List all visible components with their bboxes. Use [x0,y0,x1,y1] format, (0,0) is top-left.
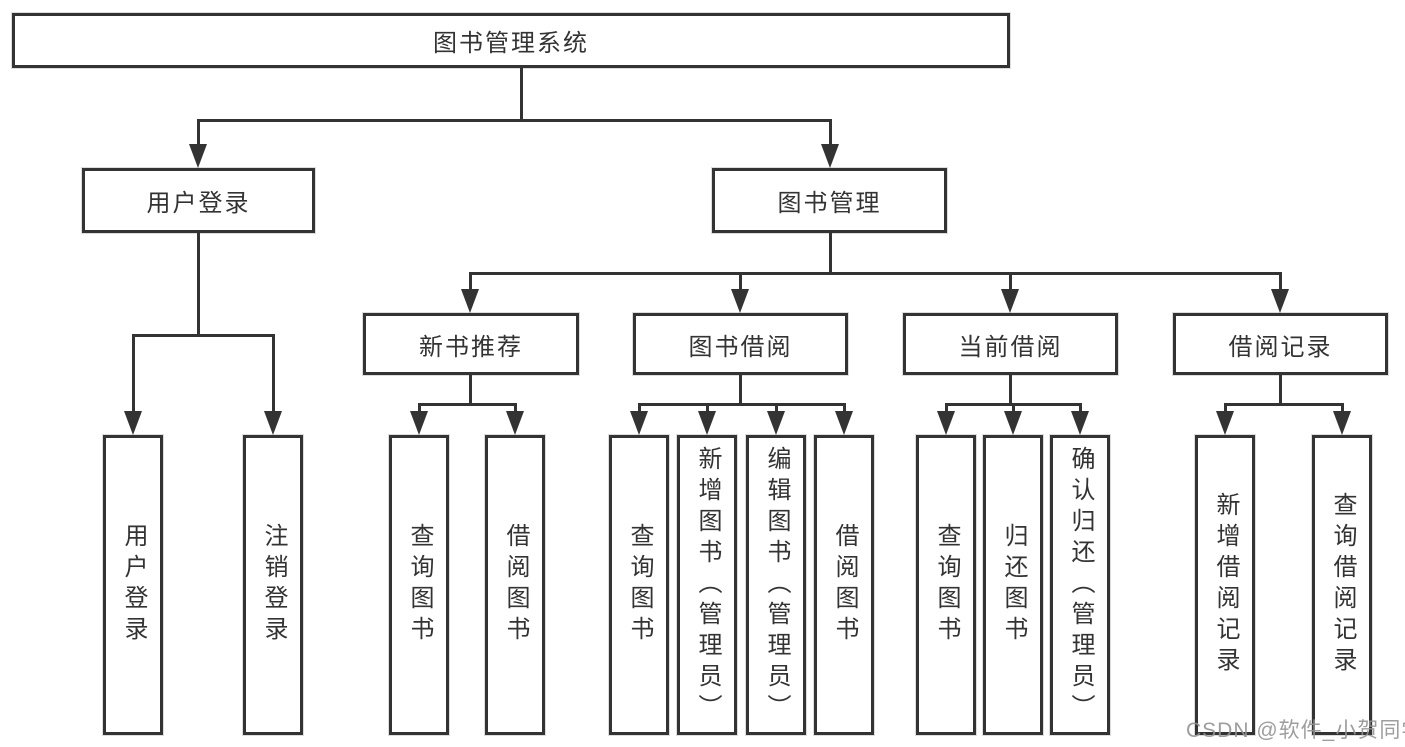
connector-recommend-split [418,403,517,406]
node-new-book-recommend-label: 新书推荐 [419,333,523,361]
node-book-borrow: 图书借阅 [633,313,848,375]
connector-stem-bb-add [706,403,709,414]
arrowhead-bb-borrow-icon [835,411,853,435]
watermark: CSDN @软件_小贺同学 [1186,719,1405,742]
connector-stem-cb-confirm [1079,403,1082,414]
connector-stem-book-borrow [739,272,742,292]
connector-stem-cb-return [1012,403,1015,414]
leaf-user-login-label: 用户登录 [120,523,147,647]
leaf-records-add-record-label: 新增借阅记录 [1212,492,1239,678]
arrowhead-bb-edit-icon [767,411,785,435]
connector-stem-rec-borrow [514,403,517,414]
leaf-records-query-record-label: 查询借阅记录 [1329,492,1356,678]
leaf-current-return-book: 归还图书 [983,435,1043,735]
leaf-borrow-add-book-admin: 新增图书（管理员） [677,435,737,735]
connector-stem-current-borrow [1009,272,1012,292]
arrowhead-cb-return-icon [1004,411,1022,435]
connector-stem-user-login [197,119,200,149]
arrowhead-bb-query-icon [630,411,648,435]
node-current-borrow-label: 当前借阅 [958,333,1063,361]
node-root-label: 图书管理系统 [433,30,589,57]
node-borrow-records-label: 借阅记录 [1228,333,1333,361]
node-book-borrow-label: 图书借阅 [688,333,793,361]
leaf-current-query-book-label: 查询图书 [933,523,960,647]
arrowhead-br-query-icon [1333,411,1351,435]
connector-borrow-records-split [1224,403,1344,406]
connector-stem-leaf-login [132,334,135,414]
connector-book-borrow-split [638,403,845,406]
leaf-borrow-query-book: 查询图书 [609,435,669,735]
connector-stem-book-management [829,119,832,149]
leaf-current-confirm-return-admin: 确认归还（管理员） [1050,435,1110,735]
leaf-user-login: 用户登录 [103,435,163,735]
leaf-current-query-book: 查询图书 [916,435,976,735]
leaf-borrow-edit-book-admin: 编辑图书（管理员） [746,435,806,735]
node-user-login: 用户登录 [82,168,315,233]
arrowhead-br-add-icon [1216,411,1234,435]
leaf-borrow-borrow-book-label: 借阅图书 [831,523,858,647]
leaf-current-return-book-label: 归还图书 [1000,523,1027,647]
arrowhead-bb-add-icon [698,411,716,435]
leaf-borrow-query-book-label: 查询图书 [626,523,653,647]
leaf-recommend-query-book: 查询图书 [389,435,449,735]
leaf-records-query-record: 查询借阅记录 [1312,435,1372,735]
leaf-records-add-record: 新增借阅记录 [1195,435,1255,735]
connector-book-borrow-trunk [739,375,742,406]
connector-user-login-split [132,334,275,337]
connector-stem-cb-query [945,403,948,414]
node-book-management: 图书管理 [712,168,947,233]
connector-stem-recommend [469,272,472,292]
connector-borrow-records-trunk [1279,375,1282,406]
arrowhead-cb-confirm-icon [1071,411,1089,435]
connector-stem-rec-query [418,403,421,414]
node-new-book-recommend: 新书推荐 [363,313,579,375]
leaf-borrow-edit-book-admin-label: 编辑图书（管理员） [763,445,790,725]
connector-recommend-trunk [469,375,472,406]
connector-stem-br-add [1224,403,1227,414]
connector-user-login-trunk [197,233,200,337]
connector-level3-split [469,272,1282,275]
leaf-recommend-borrow-book: 借阅图书 [485,435,545,735]
connector-stem-br-query [1341,403,1344,414]
node-root: 图书管理系统 [12,13,1010,68]
arrowhead-leaf-login-icon [124,411,142,435]
node-book-management-label: 图书管理 [777,190,882,217]
arrowhead-rec-borrow-icon [506,411,524,435]
arrowhead-book-borrow-icon [731,289,749,313]
leaf-current-confirm-return-admin-label: 确认归还（管理员） [1067,445,1094,725]
leaf-borrow-borrow-book: 借阅图书 [814,435,874,735]
connector-stem-leaf-logout [272,334,275,414]
arrowhead-rec-query-icon [410,411,428,435]
leaf-logout: 注销登录 [243,435,303,735]
arrowhead-current-borrow-icon [1001,289,1019,313]
arrowhead-leaf-logout-icon [264,411,282,435]
connector-root-trunk [520,68,523,120]
connector-stem-bb-borrow [843,403,846,414]
leaf-borrow-add-book-admin-label: 新增图书（管理员） [694,445,721,725]
leaf-recommend-borrow-book-label: 借阅图书 [502,523,529,647]
node-user-login-label: 用户登录 [146,190,251,217]
leaf-logout-label: 注销登录 [260,523,287,647]
arrowhead-borrow-records-icon [1271,289,1289,313]
node-borrow-records: 借阅记录 [1173,313,1388,375]
connector-stem-bb-edit [775,403,778,414]
arrowhead-recommend-icon [461,289,479,313]
connector-stem-bb-query [638,403,641,414]
connector-stem-borrow-records [1279,272,1282,292]
connector-current-borrow-trunk [1009,375,1012,406]
arrowhead-book-management-icon [821,144,839,168]
connector-level1-split [197,119,831,122]
arrowhead-cb-query-icon [937,411,955,435]
connector-book-management-trunk [829,233,832,275]
arrowhead-user-login-icon [189,144,207,168]
node-current-borrow: 当前借阅 [903,313,1118,375]
leaf-recommend-query-book-label: 查询图书 [406,523,433,647]
